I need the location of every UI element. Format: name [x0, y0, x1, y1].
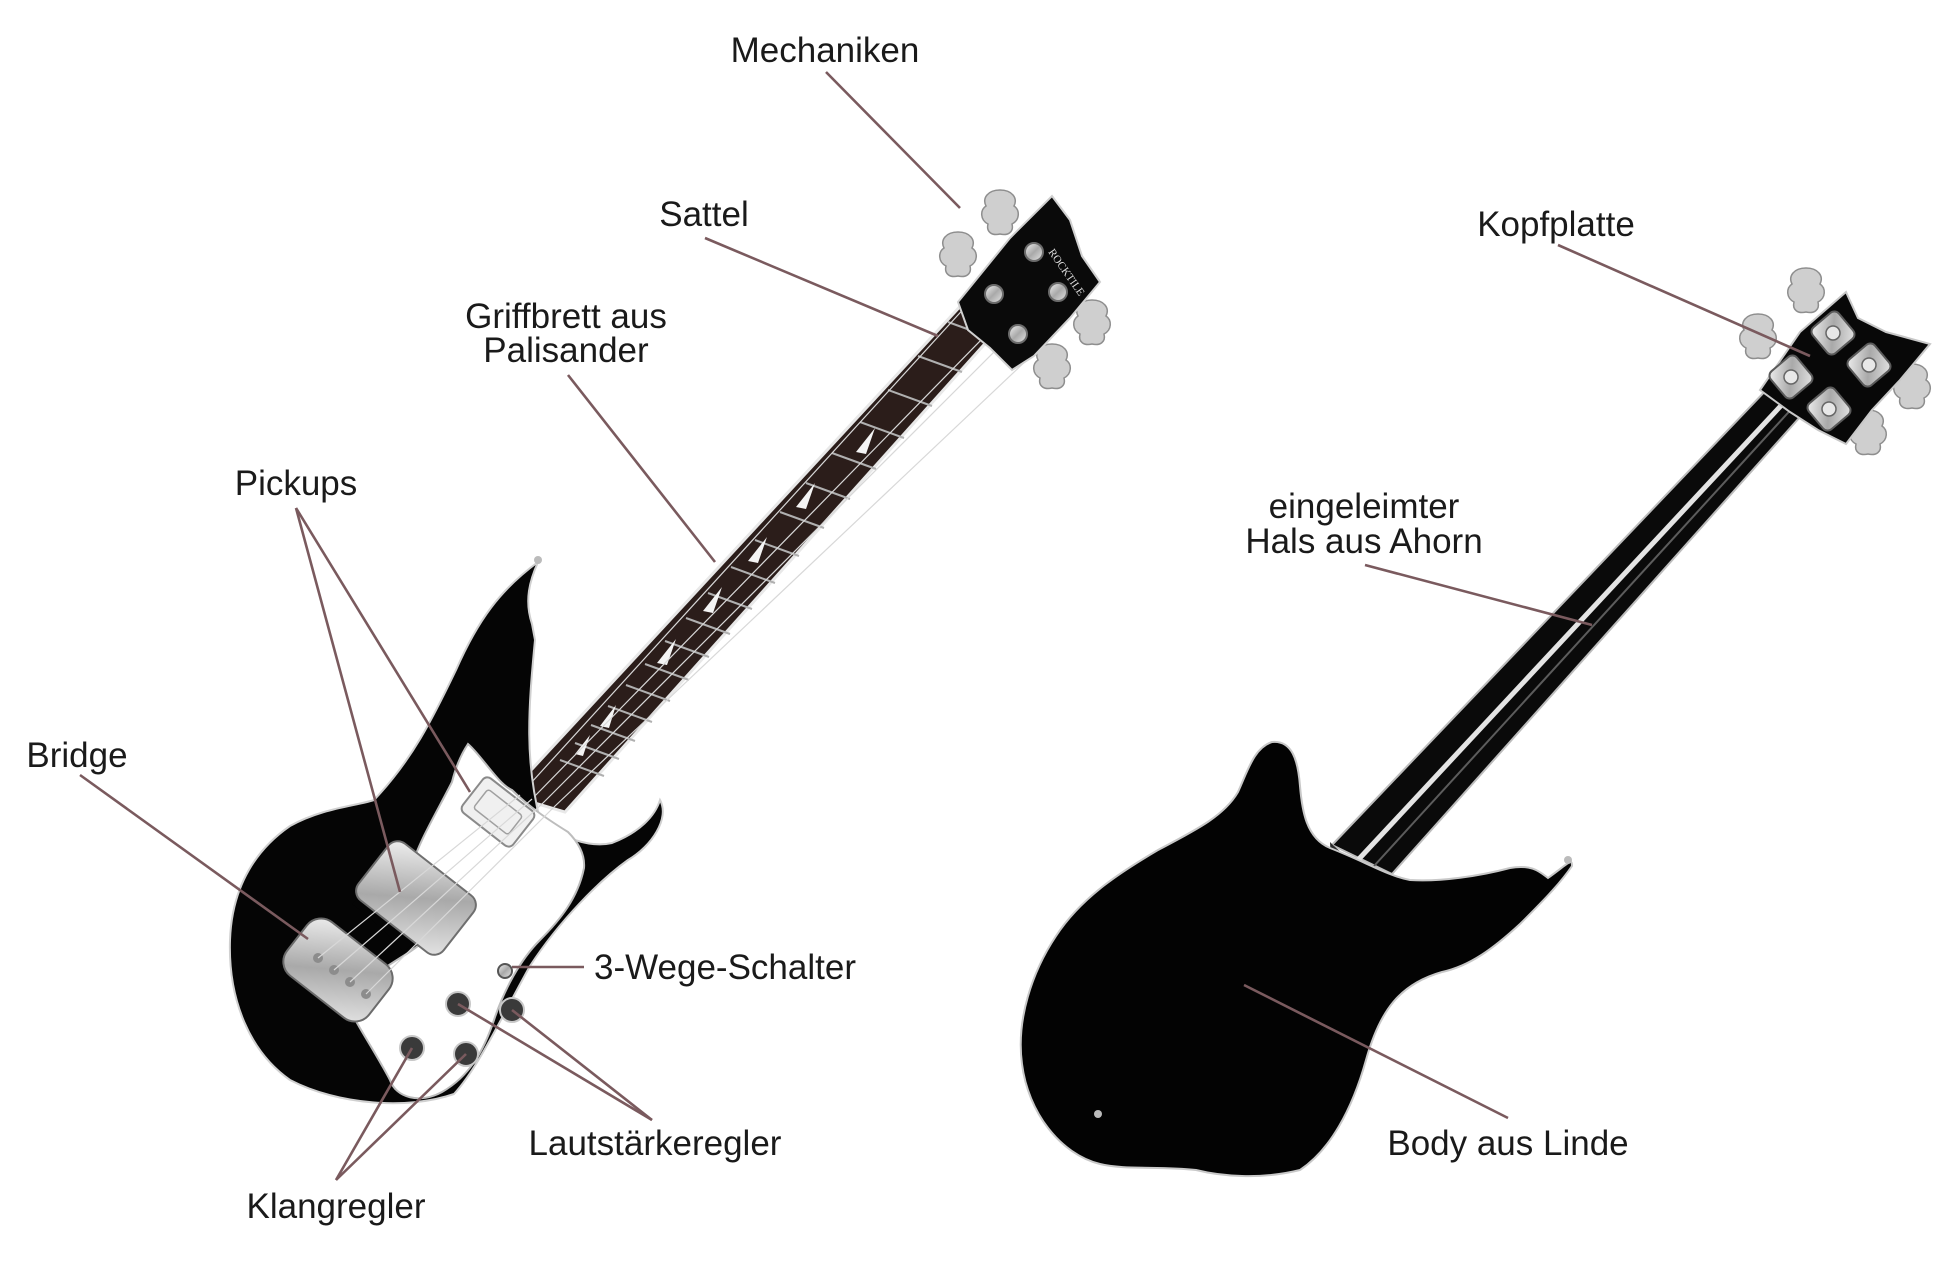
- label-body: Body aus Linde: [1387, 1124, 1628, 1163]
- leader-body: [1243, 983, 1509, 1120]
- label-hals-line2: Hals aus Ahorn: [1245, 522, 1482, 561]
- bridge-pickup: [355, 840, 477, 956]
- leader-lautstaerke-2: [511, 1008, 653, 1122]
- label-3-wege-schalter: 3-Wege-Schalter: [594, 948, 856, 987]
- label-sattel: Sattel: [659, 195, 749, 234]
- leader-lautstaerke-1: [457, 1002, 653, 1122]
- leader-klang-2: [335, 1053, 467, 1181]
- tuning-key-icon: [1738, 313, 1778, 360]
- label-klangregler: Klangregler: [247, 1187, 426, 1226]
- label-pickups: Pickups: [235, 464, 358, 503]
- labels: Mechaniken Sattel Griffbrett aus Palisan…: [26, 31, 1634, 1226]
- front-body: [228, 556, 664, 1105]
- leader-klang-1: [334, 1047, 414, 1181]
- headstock-front: ROCKTILE: [938, 189, 1112, 390]
- tuning-key-icon: [980, 189, 1020, 236]
- back-guitar: [1019, 267, 1932, 1178]
- label-hals-line1: eingeleimter: [1269, 487, 1460, 526]
- leader-kopfplatte: [1557, 243, 1811, 358]
- label-griffbrett-line1: Griffbrett aus: [465, 297, 667, 336]
- leader-griffbrett: [566, 374, 717, 563]
- fretboard: [505, 257, 1049, 814]
- tuning-key-icon: [1786, 267, 1826, 314]
- fret-inlays: [575, 428, 875, 756]
- leader-pickups-bridge: [294, 507, 402, 893]
- leader-sattel: [704, 236, 939, 338]
- leader-hals: [1364, 563, 1593, 627]
- label-mechaniken: Mechaniken: [731, 31, 920, 70]
- label-griffbrett-line2: Palisander: [483, 331, 649, 370]
- leader-bridge: [79, 773, 309, 941]
- leader-mechaniken: [825, 71, 961, 209]
- label-bridge: Bridge: [26, 736, 127, 775]
- leader-pickups-neck: [294, 507, 472, 793]
- three-way-switch: [497, 963, 513, 979]
- tuning-key-icon: [938, 231, 978, 278]
- headstock-back: [1738, 267, 1932, 456]
- back-body: [1019, 740, 1574, 1178]
- leader-lines: [79, 71, 1811, 1181]
- back-neck: [1330, 384, 1810, 900]
- label-lautstaerkeregler: Lautstärkeregler: [529, 1124, 782, 1163]
- label-kopfplatte: Kopfplatte: [1477, 205, 1635, 244]
